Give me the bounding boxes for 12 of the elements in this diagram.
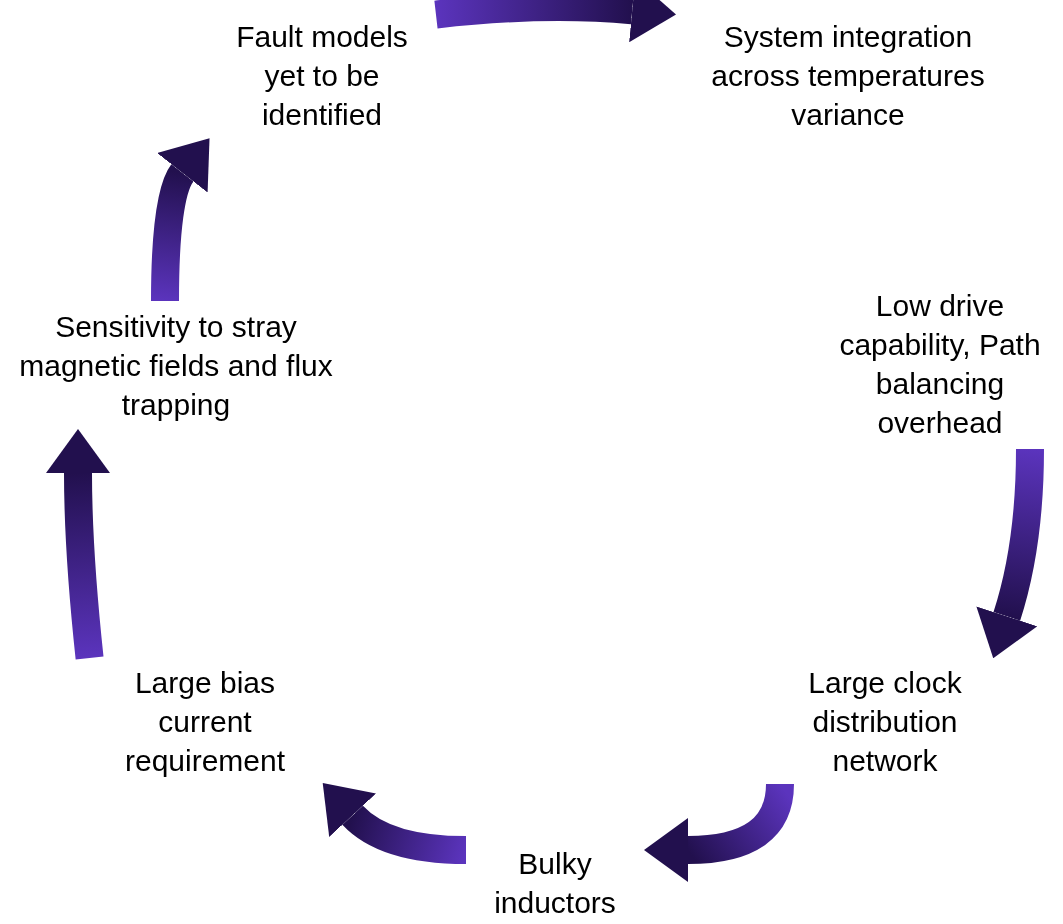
cycle-step-text: Fault models yet to be identified (212, 15, 432, 135)
curved-arrow (151, 135, 210, 302)
cycle-step-text: Bulky inductors (470, 844, 640, 922)
curved-arrow (434, 0, 677, 43)
curved-arrow (976, 448, 1044, 659)
cycle-step-text: System integration across temperatures variance (680, 15, 1016, 135)
curved-arrow (321, 784, 467, 864)
cycle-step-text: Large clock distribution network (778, 662, 992, 780)
cycle-step-text: Large bias current requirement (90, 662, 320, 780)
cycle-step-text: Low drive capability, Path balancing overhead (818, 283, 1062, 445)
cycle-step-text: Sensitivity to stray magnetic fields and flux trapping (14, 305, 338, 425)
curved-arrow (46, 429, 110, 660)
